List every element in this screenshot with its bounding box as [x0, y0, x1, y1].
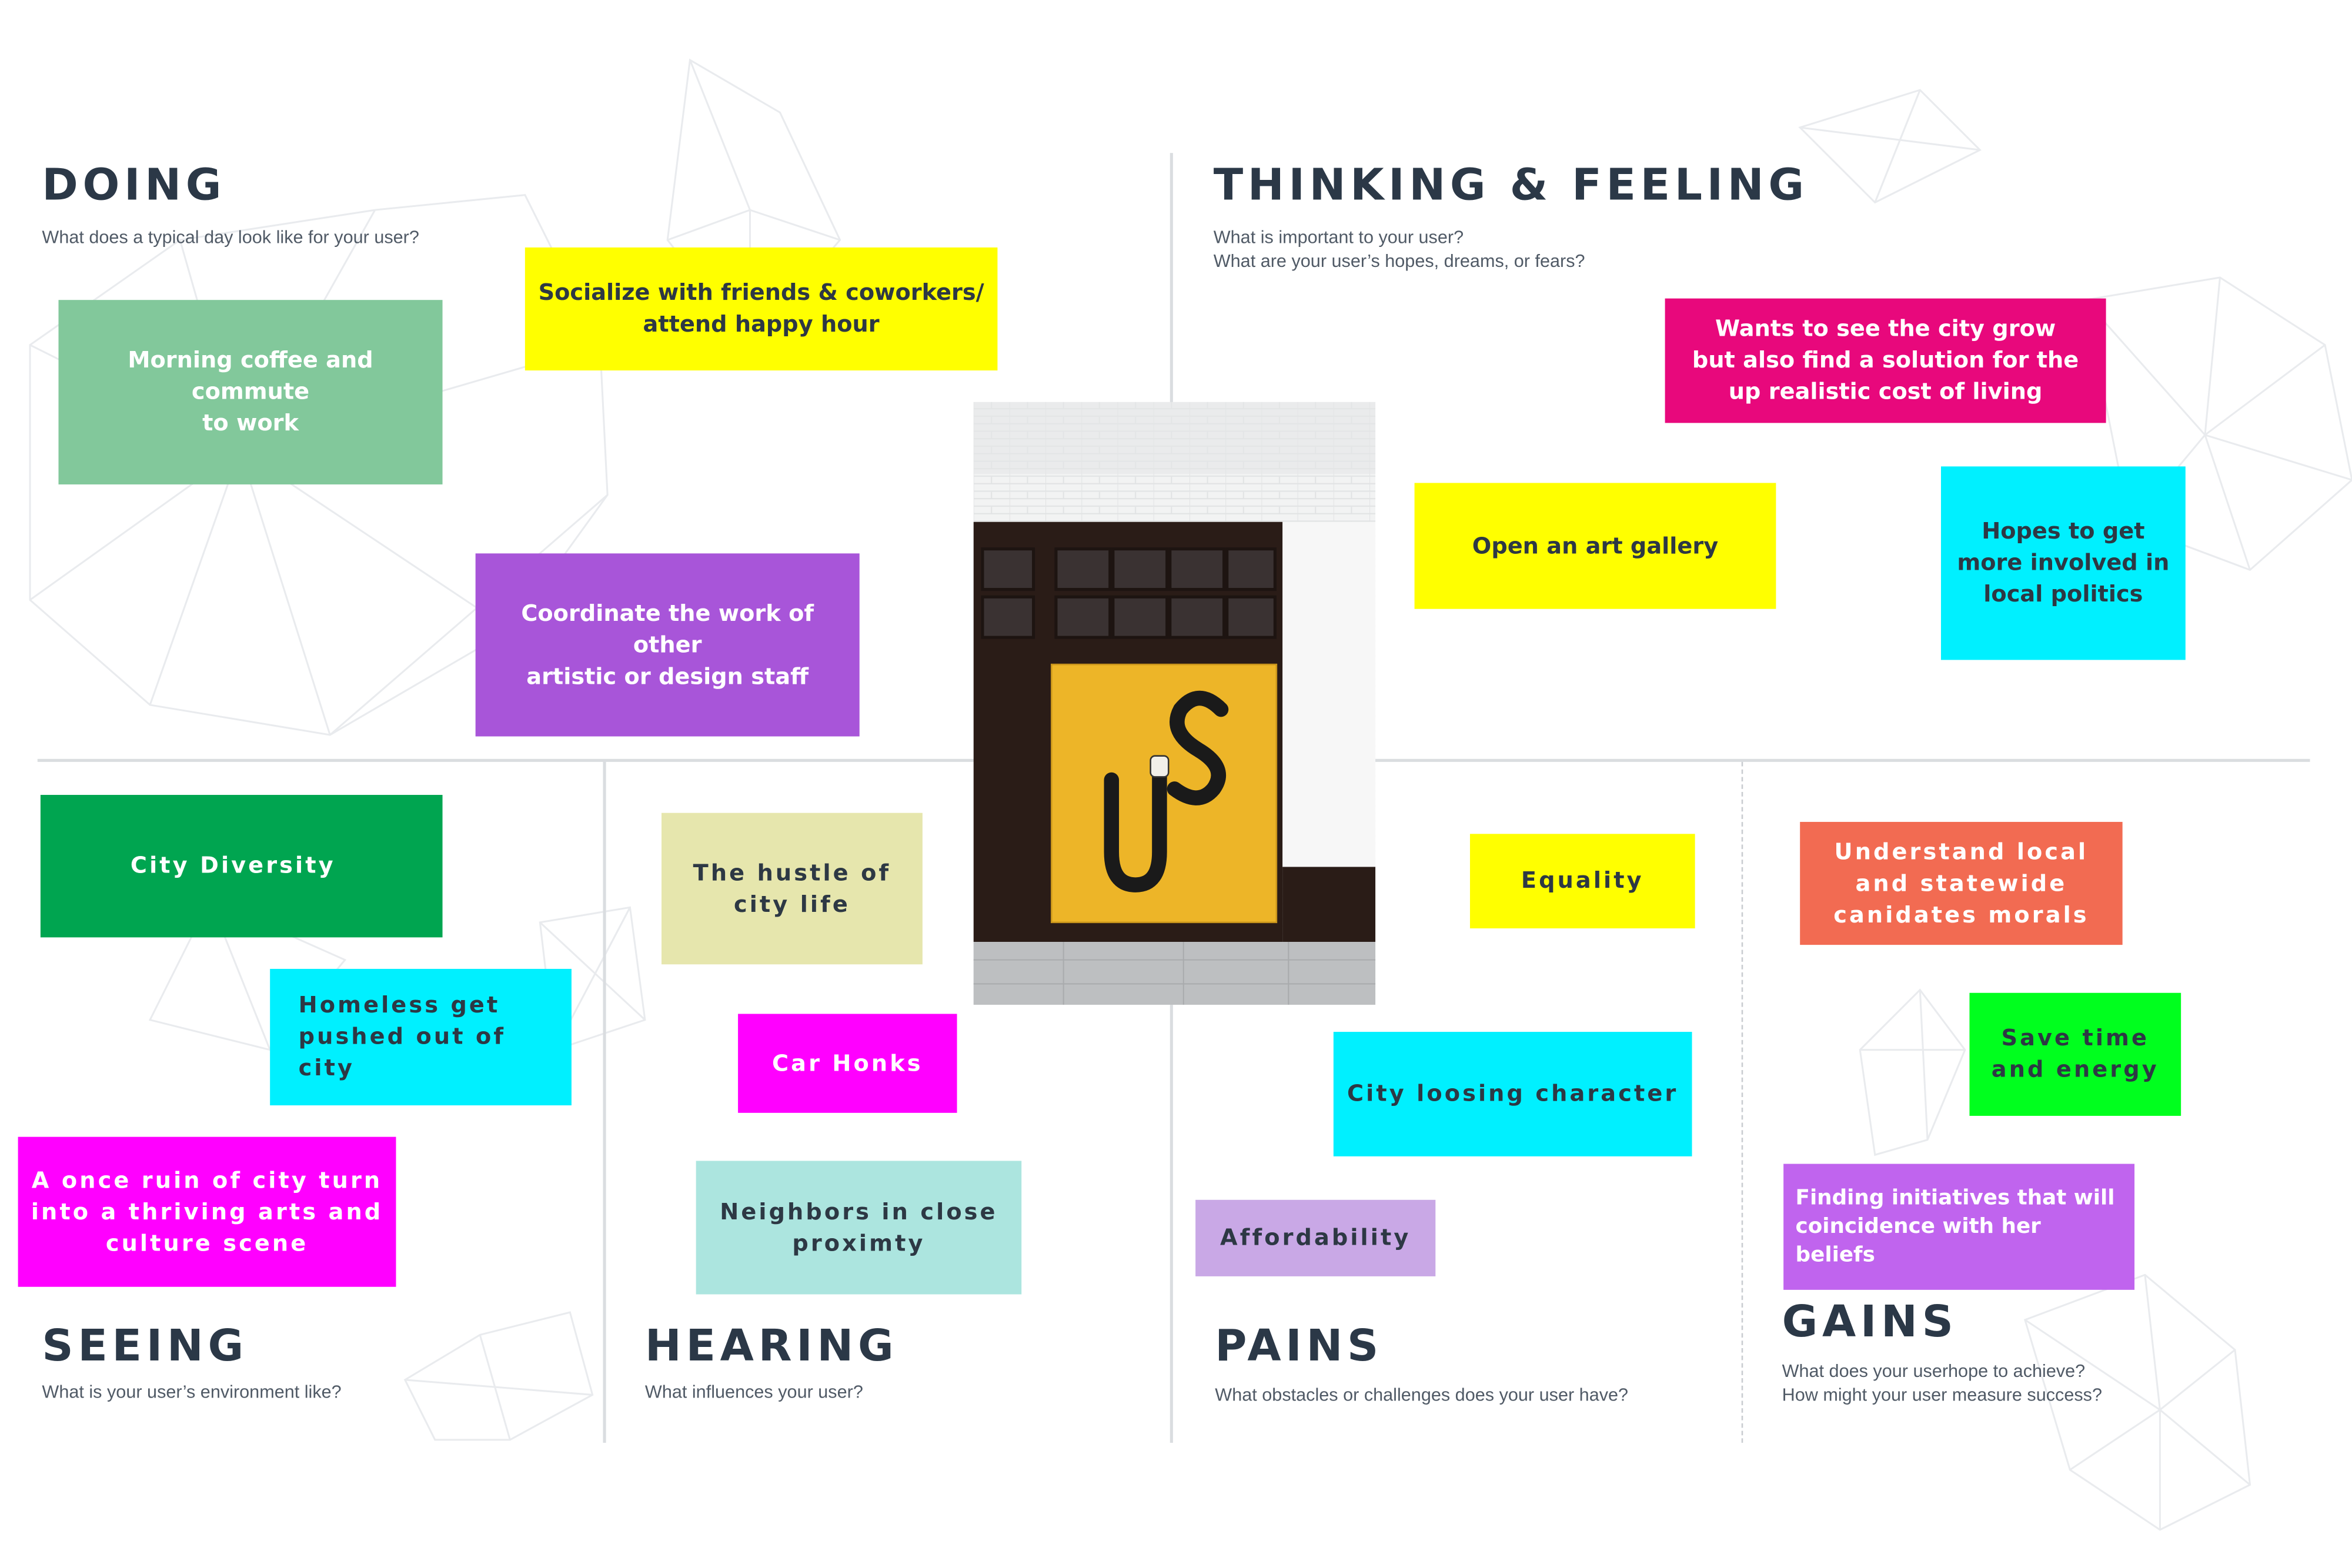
thinking-feeling-subtitle: What is important to your user? What are… [1213, 226, 1585, 272]
sticky-note[interactable]: Homeless get pushed out of city [270, 968, 572, 1106]
doing-subtitle: What does a typical day look like for yo… [42, 226, 419, 248]
sticky-note[interactable]: Open an art gallery [1414, 483, 1776, 609]
sticky-note[interactable]: Understand local and statewide canidates… [1800, 821, 2123, 945]
pains-subtitle: What obstacles or challenges does your u… [1215, 1384, 1629, 1406]
sticky-note[interactable]: A once ruin of city turn into a thriving… [18, 1136, 396, 1287]
vertical-divider-dashed [1741, 761, 1743, 1443]
gains-subtitle: What does your userhope to achieve? How … [1782, 1360, 2103, 1406]
seeing-subtitle: What is your user’s environment like? [42, 1381, 342, 1403]
sticky-note[interactable]: Coordinate the work of other artistic or… [475, 553, 860, 737]
sticky-note[interactable]: City Diversity [40, 795, 443, 938]
pains-title: PAINS [1215, 1319, 1383, 1371]
sticky-note[interactable]: Socialize with friends & coworkers/ atte… [524, 247, 998, 371]
vertical-divider-left [603, 760, 606, 1443]
sticky-note[interactable]: Save time and energy [1969, 992, 2181, 1116]
sticky-note[interactable]: Affordability [1195, 1199, 1436, 1276]
doing-title: DOING [42, 159, 226, 210]
thinking-feeling-title: THINKING & FEELING [1213, 159, 1809, 210]
gains-title: GAINS [1782, 1296, 1958, 1347]
sticky-note[interactable]: The hustle of city life [661, 813, 923, 965]
sticky-note[interactable]: City loosing character [1333, 1032, 1692, 1156]
seeing-title: SEEING [42, 1319, 248, 1371]
sticky-note[interactable]: Wants to see the city grow but also find… [1665, 298, 2106, 423]
hearing-title: HEARING [644, 1319, 898, 1371]
sticky-note[interactable]: Morning coffee and commute to work [58, 300, 443, 484]
door-us-photo [973, 402, 1376, 1005]
sticky-note[interactable]: Finding initiatives that will coincidenc… [1783, 1164, 2135, 1290]
hearing-subtitle: What influences your user? [644, 1381, 863, 1403]
sticky-note[interactable]: Car Honks [738, 1014, 957, 1113]
sticky-note[interactable]: Hopes to get more involved in local poli… [1940, 466, 2186, 660]
sticky-note[interactable]: Equality [1469, 834, 1695, 929]
sticky-note[interactable]: Neighbors in close proximty [696, 1161, 1022, 1295]
